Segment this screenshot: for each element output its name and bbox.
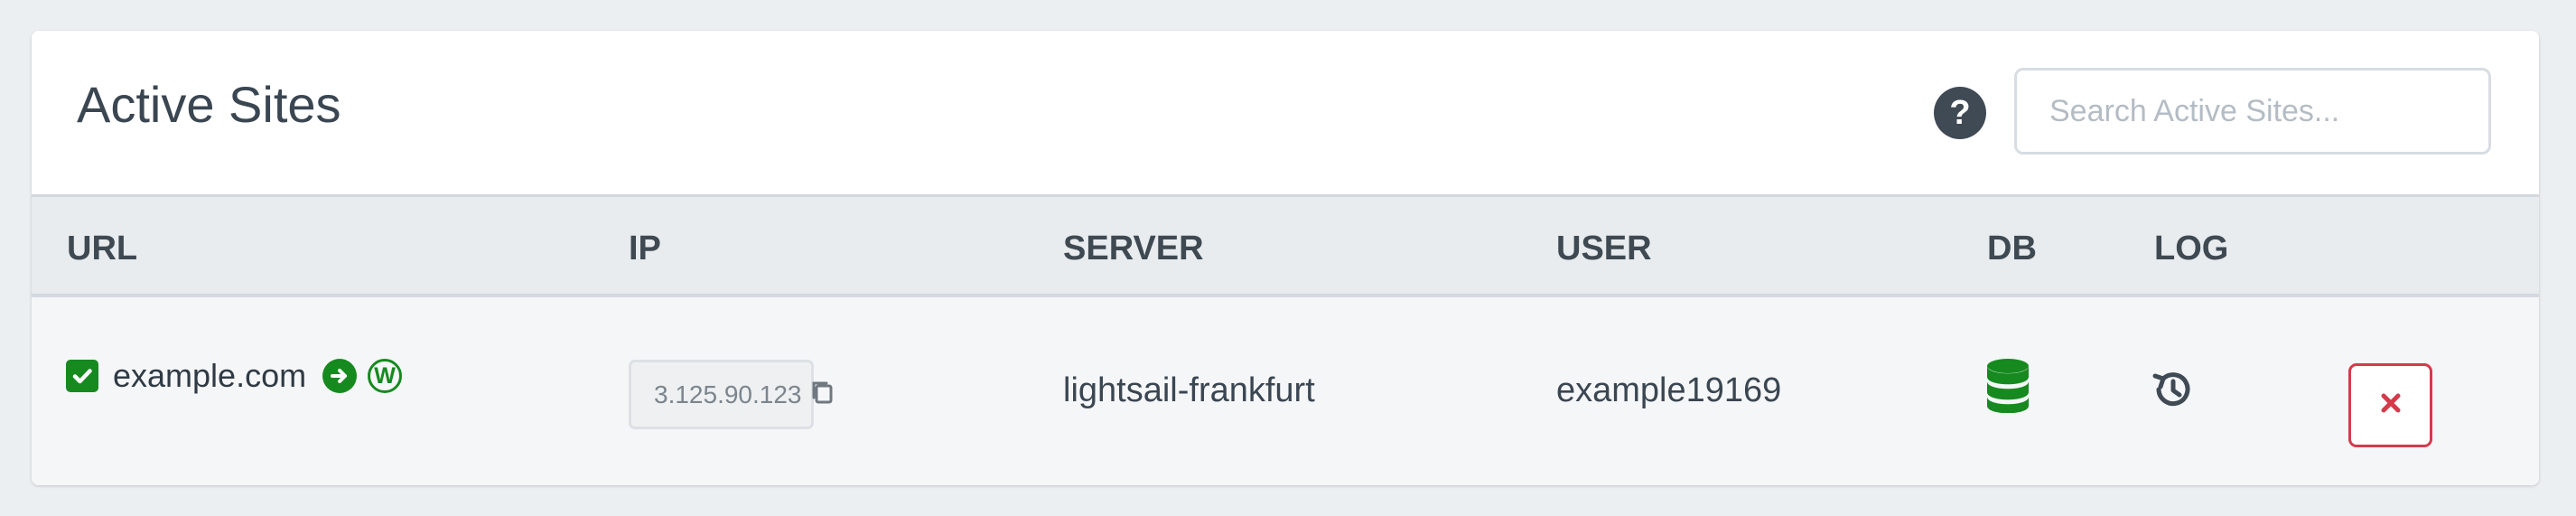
- column-header-log: LOG: [2154, 230, 2229, 267]
- site-url-link[interactable]: example.com: [113, 357, 307, 394]
- question-circle-icon: ?: [1949, 93, 1971, 132]
- table-header: URL IP SERVER USER DB LOG: [32, 194, 2539, 297]
- column-header-server: SERVER: [1063, 230, 1204, 267]
- wordpress-icon[interactable]: W: [368, 359, 403, 393]
- delete-button[interactable]: [2348, 363, 2432, 447]
- close-icon: [2377, 389, 2404, 421]
- history-icon[interactable]: [2151, 368, 2195, 416]
- arrow-circle-right-icon[interactable]: [322, 359, 358, 393]
- search-input[interactable]: [2014, 68, 2491, 155]
- page-title: Active Sites: [77, 76, 341, 133]
- column-header-db: DB: [1987, 230, 2037, 267]
- ip-address: 3.125.90.123: [654, 380, 802, 408]
- checkbox-checked-icon[interactable]: [66, 360, 98, 392]
- url-cell: example.com W: [66, 355, 403, 397]
- wordpress-symbol: W: [374, 362, 396, 389]
- help-button[interactable]: ?: [1934, 87, 1986, 139]
- database-icon[interactable]: [1985, 359, 2030, 417]
- server-cell: lightsail-frankfurt: [1063, 371, 1315, 409]
- column-header-url: URL: [67, 230, 138, 267]
- card-header: Active Sites ?: [32, 31, 2539, 194]
- column-header-user: USER: [1556, 230, 1652, 267]
- table-row: example.com W 3.125.90.123 lightsail-fra…: [32, 297, 2539, 485]
- user-cell: example19169: [1556, 371, 1782, 409]
- column-header-ip: IP: [629, 230, 661, 267]
- copy-icon[interactable]: [807, 377, 838, 412]
- active-sites-card: Active Sites ? URL IP SERVER USER DB LOG…: [32, 31, 2539, 485]
- ip-copy-field[interactable]: 3.125.90.123: [629, 360, 832, 429]
